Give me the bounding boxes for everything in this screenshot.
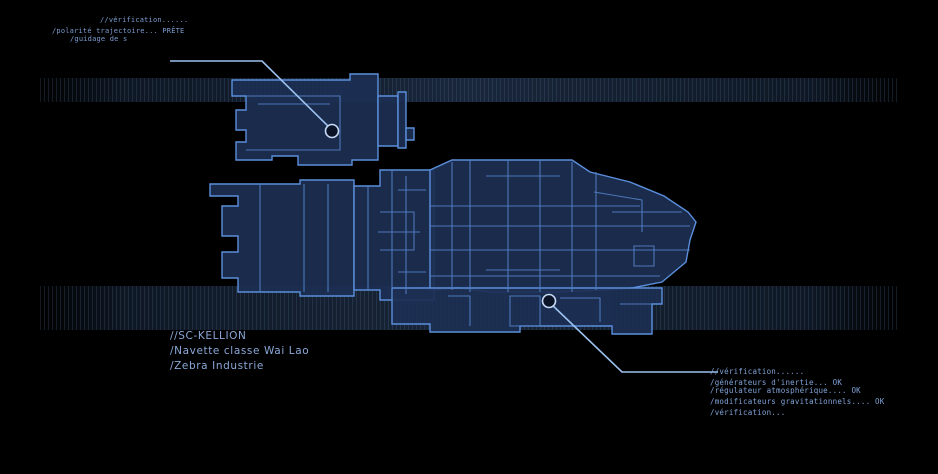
ship-designation: //SC-KELLION — [170, 330, 247, 342]
scan-ticks-top — [40, 78, 900, 102]
upper-pod-struts — [377, 95, 399, 147]
callout-top — [170, 60, 340, 139]
status-line-verification-2: //vérification...... — [710, 367, 805, 376]
status-line-inertia: /générateurs d'inertie... OK — [710, 378, 843, 387]
upper-engine-pod — [231, 73, 379, 166]
lower-keel — [391, 287, 663, 335]
ship-manufacturer: /Zebra Industrie — [170, 360, 264, 372]
callout-bottom — [541, 293, 718, 373]
ship-class: /Navette classe Wai Lao — [170, 345, 310, 357]
callout-marker-icon — [541, 293, 557, 309]
status-line-verification: //vérification...... — [100, 16, 189, 24]
status-line-guidance: /guidage de s — [70, 35, 128, 43]
lower-engine-pod — [209, 179, 355, 297]
callout-marker-icon — [324, 123, 340, 139]
hull-panel-lines — [246, 95, 690, 327]
upper-pod-fin-b — [405, 127, 415, 141]
upper-pod-fin-a — [397, 91, 407, 149]
status-line-atmosphere: /régulateur atmosphérique.... OK — [710, 386, 861, 395]
status-line-gravity: /modificateurs gravitationnels.... OK — [710, 397, 885, 406]
status-line-trajectory: /polarité trajectoire... PRÊTE — [52, 27, 185, 35]
status-line-verification-3: /vérification... — [710, 408, 786, 417]
